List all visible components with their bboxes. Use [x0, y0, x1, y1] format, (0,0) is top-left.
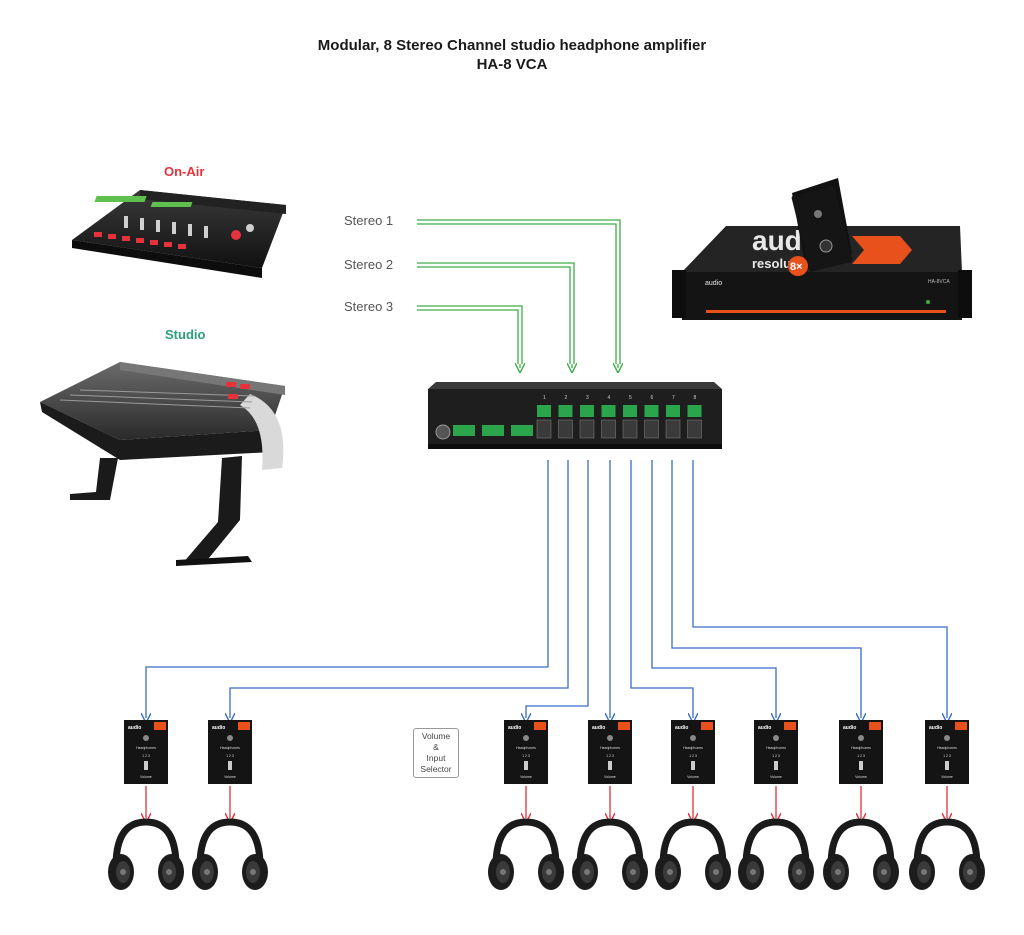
channel-number: 7 — [672, 395, 675, 401]
panel-heading: Headphones — [600, 746, 620, 750]
studio-console — [40, 362, 285, 566]
module-channel-8: 8 — [687, 395, 702, 439]
selector-line-4: Selector — [420, 764, 452, 774]
panel-heading: Headphones — [683, 746, 703, 750]
panel-selector-digits: 1 2 3 — [943, 754, 951, 758]
headphones-icon — [572, 818, 648, 890]
panel-selector-digits: 1 2 3 — [522, 754, 530, 758]
panel-heading: Headphones — [851, 746, 871, 750]
headphones-icon — [488, 818, 564, 890]
module-channel-3: 3 — [579, 395, 595, 439]
ha8-rack-unit: audi resolut audio HA-8VCA 8× — [672, 178, 972, 320]
panel-brand: audio — [675, 725, 688, 731]
module-channel-2: 2 — [558, 395, 573, 439]
source-stereo-3: Stereo 3 — [344, 299, 394, 314]
selector-line-2: & — [433, 742, 439, 752]
title-line-2: HA-8 VCA — [476, 56, 548, 73]
panel-knob-label: Volume — [941, 775, 953, 779]
panel-selector-digits: 1 2 3 — [689, 754, 697, 758]
module-channel-4: 4 — [601, 395, 616, 439]
headphones-icon — [655, 818, 731, 890]
panel-heading: Headphones — [766, 746, 786, 750]
panel-knob-label: Volume — [520, 775, 532, 779]
panel-brand: audio — [128, 725, 141, 731]
diagram-title: Modular, 8 Stereo Channel studio headpho… — [0, 36, 1024, 74]
module-channel-6: 6 — [644, 395, 659, 439]
channel-number: 1 — [543, 395, 546, 401]
panel-heading: Headphones — [937, 746, 957, 750]
headphones-icon — [909, 818, 985, 890]
panel-selector-digits: 1 2 3 — [226, 754, 234, 758]
selector-line-3: Input — [426, 753, 446, 763]
panel-heading: Headphones — [136, 746, 156, 750]
panel-knob-label: Volume — [224, 775, 236, 779]
svg-text:resolut: resolut — [752, 256, 796, 271]
channel-number: 6 — [651, 395, 654, 401]
panel-knob-label: Volume — [140, 775, 152, 779]
headphones-icon — [192, 818, 268, 890]
module-channel-5: 5 — [622, 395, 638, 439]
panel-knob-label: Volume — [604, 775, 616, 779]
headphones-icon — [823, 818, 899, 890]
selector-line-1: Volume — [421, 731, 451, 741]
source-stereo-2: Stereo 2 — [344, 257, 394, 272]
panel-brand: audio — [843, 725, 856, 731]
rack-model: HA-8VCA — [928, 279, 950, 285]
headphones-icon — [738, 818, 814, 890]
panel-knob-label: Volume — [770, 775, 782, 779]
panel-selector-digits: 1 2 3 — [142, 754, 150, 758]
input-lines — [417, 219, 620, 368]
panel-selector-digits: 1 2 3 — [857, 754, 865, 758]
panel-brand: audio — [758, 725, 771, 731]
panel-selector-digits: 1 2 3 — [772, 754, 780, 758]
channel-number: 8 — [694, 395, 697, 401]
multiplier-badge: 8× — [790, 261, 803, 273]
module-channel-7: 7 — [665, 395, 681, 439]
title-line-1: Modular, 8 Stereo Channel studio headpho… — [317, 37, 707, 54]
channel-number: 5 — [629, 395, 632, 401]
panel-selector-digits: 1 2 3 — [606, 754, 614, 758]
channel-number: 2 — [565, 395, 568, 401]
panel-brand: audio — [929, 725, 942, 731]
headphones-icon — [108, 818, 184, 890]
panel-heading: Headphones — [516, 746, 536, 750]
output-lines — [146, 460, 947, 718]
panel-brand: audio — [508, 725, 521, 731]
source-stereo-1: Stereo 1 — [344, 213, 394, 228]
module-channel-1: 1 — [536, 395, 552, 439]
on-air-label: On-Air — [164, 164, 205, 179]
rack-brand: audio — [705, 280, 722, 287]
channel-number: 3 — [586, 395, 589, 401]
panel-heading: Headphones — [220, 746, 240, 750]
on-air-mixer — [72, 190, 286, 278]
panel-knob-label: Volume — [855, 775, 867, 779]
volume-input-selector-note: Volume & Input Selector — [413, 728, 459, 778]
ha8-module: 1 2 3 4 5 6 7 8 — [428, 382, 722, 449]
panel-knob-label: Volume — [687, 775, 699, 779]
channel-number: 4 — [608, 395, 611, 401]
studio-label: Studio — [165, 327, 206, 342]
panel-brand: audio — [592, 725, 605, 731]
panel-brand: audio — [212, 725, 225, 731]
